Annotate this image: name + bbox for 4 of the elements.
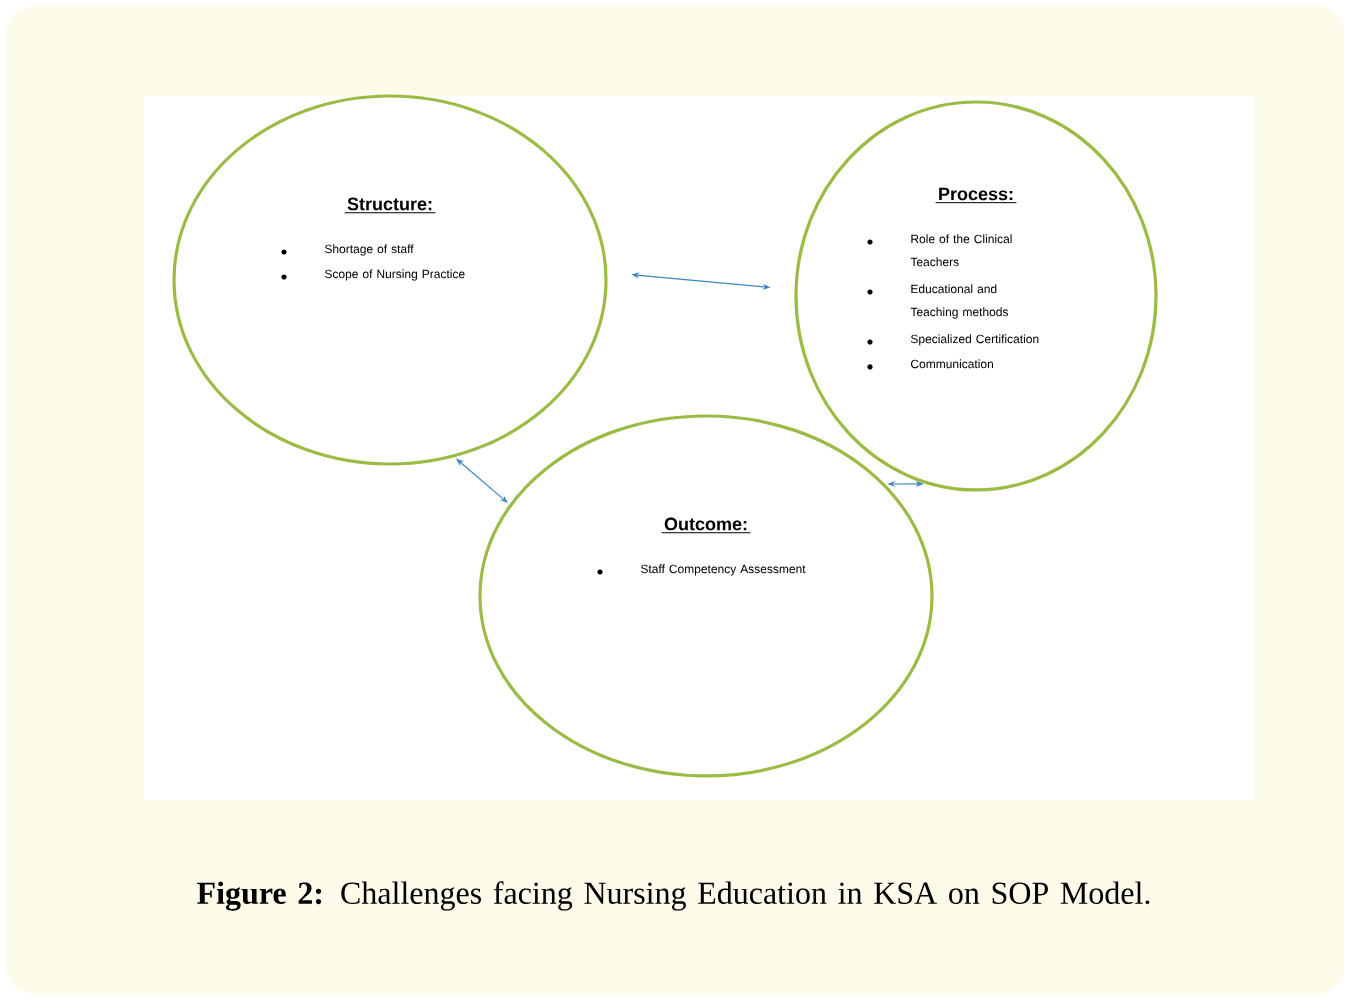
heading: Process: <box>935 187 1017 204</box>
heading: Structure: <box>344 197 436 214</box>
heading: Outcome: <box>661 517 751 534</box>
caption: Figure 2: Challenges facing Nursing Education in KSA on SOP Model. <box>197 881 1150 911</box>
